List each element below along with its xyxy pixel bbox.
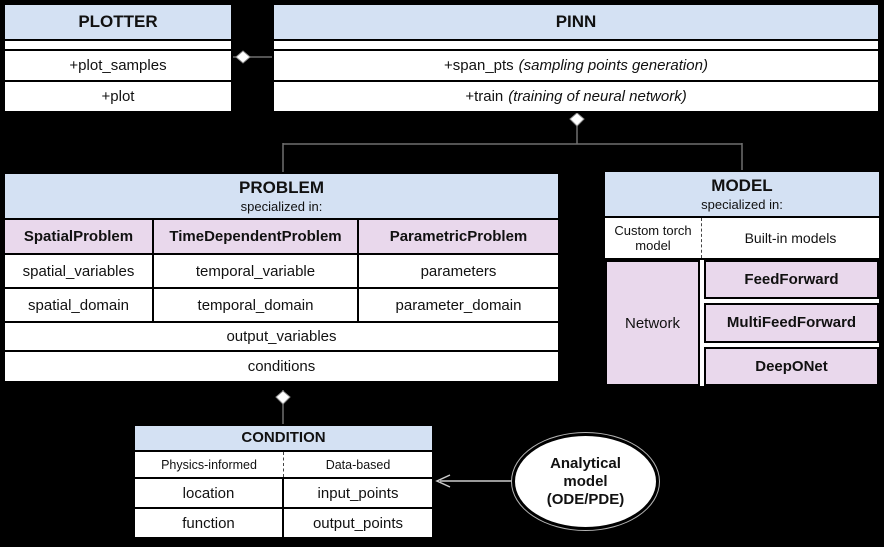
field-output-variables: output_variables: [5, 323, 558, 352]
pinn-title: PINN: [274, 5, 878, 41]
analytical-label-line3: (ODE/PDE): [546, 490, 625, 508]
model-title: MODEL: [711, 176, 773, 195]
analytical-label-line2: model: [563, 472, 608, 490]
pinn-method-train: +train(training of neural network): [274, 80, 878, 111]
problem-variables-row: spatial_variables temporal_variable para…: [5, 255, 558, 289]
pinn-method-span-pts: +span_pts(sampling points generation): [274, 51, 878, 80]
category-physics-informed: Physics-informed: [135, 452, 284, 477]
problem-subtitle: specialized in:: [240, 199, 323, 214]
network-cell: Network: [605, 260, 700, 386]
condition-category-row: Physics-informed Data-based: [135, 452, 432, 479]
field-output-points: output_points: [284, 509, 432, 537]
problem-domain-row: spatial_domain temporal_domain parameter…: [5, 289, 558, 323]
model-network-grid: Network FeedForward MultiFeedForward Dee…: [605, 260, 879, 386]
method-name: +span_pts: [444, 57, 514, 74]
plotter-attributes-compartment: [5, 41, 231, 51]
model-feedforward: FeedForward: [704, 260, 879, 300]
method-note: (training of neural network): [508, 88, 687, 105]
model-subtitle: specialized in:: [701, 197, 783, 212]
option-custom-torch-model: Custom torch model: [605, 218, 702, 258]
open-arrowhead-icon: [435, 474, 451, 488]
model-class: MODEL specialized in: Custom torch model…: [603, 170, 881, 388]
problem-subclass-row: SpatialProblem TimeDependentProblem Para…: [5, 220, 558, 255]
model-multifeedforward: MultiFeedForward: [704, 303, 879, 343]
field-temporal-domain: temporal_domain: [154, 289, 359, 321]
method-name: +train: [465, 88, 504, 105]
model-deeponet: DeepONet: [704, 346, 879, 386]
plotter-title: PLOTTER: [5, 5, 231, 41]
pinn-attributes-compartment: [274, 41, 878, 51]
option-built-in-models: Built-in models: [702, 218, 879, 258]
pinn-class: PINN +span_pts(sampling points generatio…: [272, 3, 880, 113]
aggregation-diamond-plotter: [235, 50, 251, 64]
plotter-method-plot-samples: +plot_samples: [5, 51, 231, 80]
model-header: MODEL specialized in:: [605, 172, 879, 218]
problem-title: PROBLEM: [239, 178, 324, 197]
aggregation-diamond-pinn: [569, 112, 585, 127]
analytical-label-line1: Analytical: [550, 454, 621, 472]
plotter-method-plot: +plot: [5, 80, 231, 111]
field-spatial-variables: spatial_variables: [5, 255, 154, 287]
field-parameters: parameters: [359, 255, 558, 287]
subclass-spatial-problem: SpatialProblem: [5, 220, 154, 253]
field-input-points: input_points: [284, 479, 432, 507]
model-options-row: Custom torch model Built-in models: [605, 218, 879, 260]
condition-row-2: function output_points: [135, 509, 432, 537]
condition-title: CONDITION: [135, 426, 432, 452]
category-data-based: Data-based: [284, 452, 432, 477]
field-temporal-variable: temporal_variable: [154, 255, 359, 287]
problem-header: PROBLEM specialized in:: [5, 174, 558, 220]
problem-class: PROBLEM specialized in: SpatialProblem T…: [3, 172, 560, 383]
aggregation-diamond-problem: [275, 390, 291, 405]
field-conditions: conditions: [5, 352, 558, 381]
subclass-parametric-problem: ParametricProblem: [359, 220, 558, 253]
plotter-class: PLOTTER +plot_samples +plot: [3, 3, 233, 113]
field-location: location: [135, 479, 284, 507]
analytical-model-ellipse: Analytical model (ODE/PDE): [512, 433, 659, 530]
condition-row-1: location input_points: [135, 479, 432, 509]
field-parameter-domain: parameter_domain: [359, 289, 558, 321]
subclass-time-dependent-problem: TimeDependentProblem: [154, 220, 359, 253]
method-note: (sampling points generation): [518, 57, 708, 74]
field-spatial-domain: spatial_domain: [5, 289, 154, 321]
field-function: function: [135, 509, 284, 537]
condition-class: CONDITION Physics-informed Data-based lo…: [133, 424, 434, 539]
